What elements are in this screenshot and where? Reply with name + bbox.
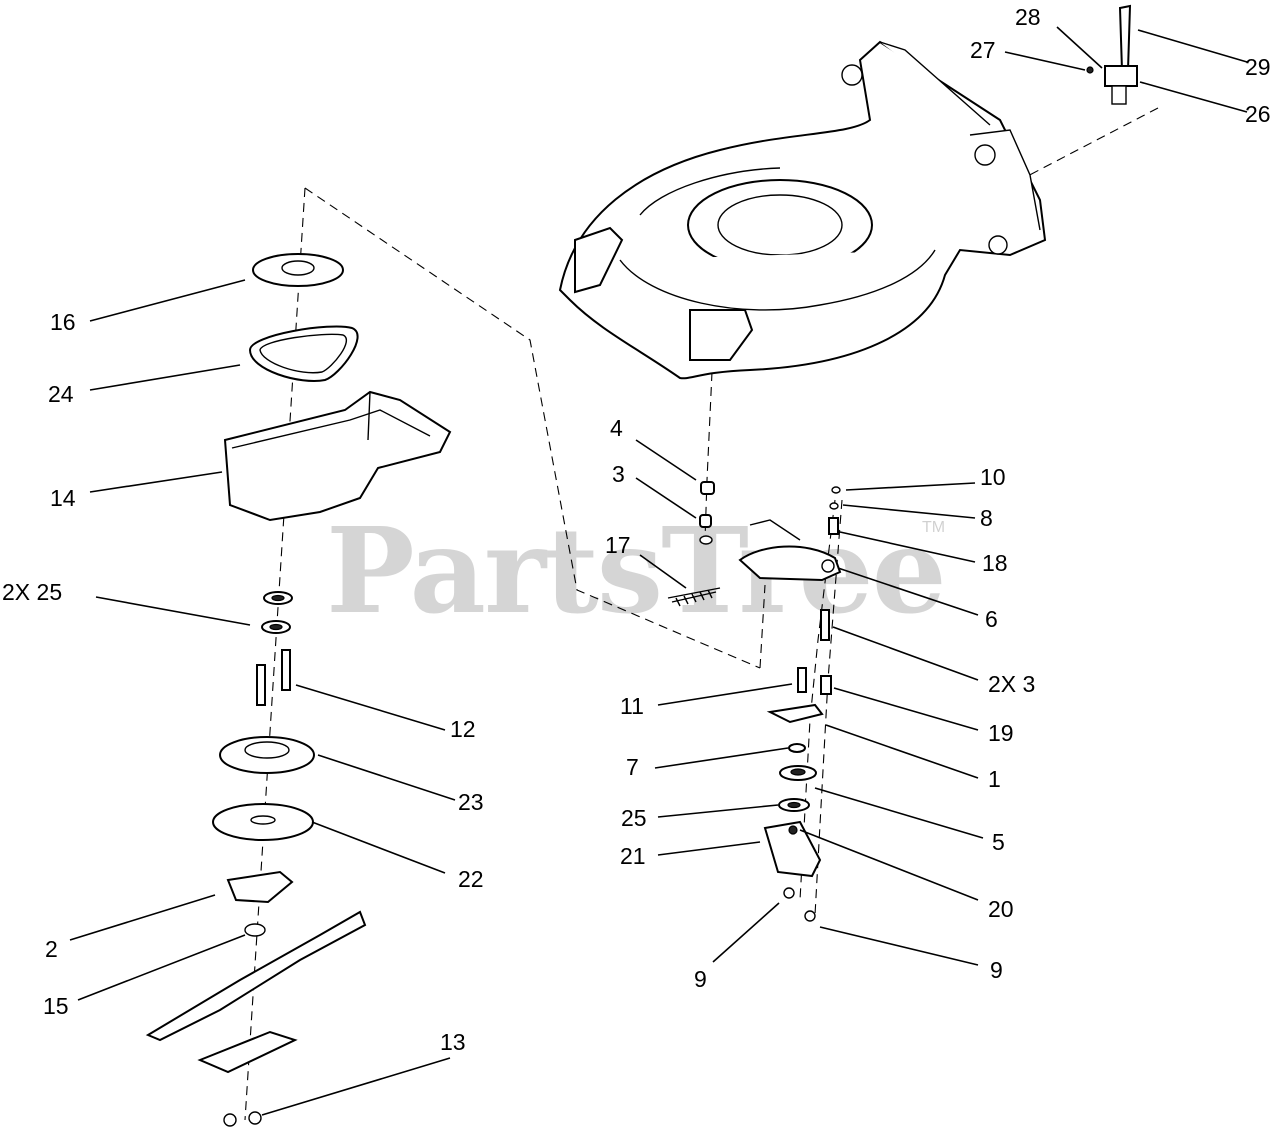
callout-12: 12 <box>450 716 476 742</box>
callout-14: 14 <box>50 485 76 511</box>
callout-2: 2 <box>45 936 58 962</box>
callout-7: 7 <box>626 754 639 780</box>
bolts-12 <box>256 649 291 706</box>
leader-lines <box>69 26 1248 1116</box>
callout-24: 24 <box>48 381 74 407</box>
pulley-16 <box>252 253 344 287</box>
callout-20: 20 <box>988 896 1014 922</box>
nut-washer-10-8-18 <box>828 486 841 535</box>
callout-27: 27 <box>970 37 996 63</box>
callout-5: 5 <box>992 829 1005 855</box>
callout-3: 3 <box>612 461 625 487</box>
nuts-9 <box>783 887 816 922</box>
pins-3 <box>820 609 832 695</box>
callout-1: 1 <box>988 766 1001 792</box>
blade-adapter-23 <box>219 736 315 774</box>
callout-6: 6 <box>985 606 998 632</box>
callout-21: 21 <box>620 843 646 869</box>
callout-25: 25 <box>621 805 647 831</box>
disc-22 <box>212 803 314 841</box>
height-adjust-lever <box>1086 4 1138 105</box>
callout-26: 26 <box>1245 101 1271 127</box>
callout-11: 11 <box>620 693 644 719</box>
callout-labels: 28 27 29 26 16 24 14 2X 25 12 23 22 2 15… <box>2 4 1271 1055</box>
mower-deck-housing <box>558 40 1047 380</box>
callout-29: 29 <box>1245 54 1271 80</box>
bracket-21 <box>763 820 822 878</box>
brake-bracket-6 <box>738 519 842 582</box>
blade-holder-2 <box>226 870 294 904</box>
callout-15: 15 <box>43 993 69 1019</box>
bushing-4-3 <box>699 481 715 545</box>
callout-9-left: 9 <box>694 966 707 992</box>
watermark-brand: PartsTree <box>326 501 945 640</box>
bearing-25b <box>778 798 810 812</box>
callout-10: 10 <box>980 464 1006 490</box>
callout-19: 19 <box>988 720 1014 746</box>
callout-22: 22 <box>458 866 484 892</box>
spring-17 <box>667 587 721 607</box>
bushing-5 <box>779 765 817 781</box>
callout-16: 16 <box>50 309 76 335</box>
callout-13: 13 <box>440 1029 466 1055</box>
watermark-trademark: TM <box>922 519 945 536</box>
callout-23: 23 <box>458 789 484 815</box>
callout-18: 18 <box>982 550 1008 576</box>
washer-7 <box>788 743 806 753</box>
callout-8: 8 <box>980 505 993 531</box>
plate-1 <box>766 703 824 724</box>
bolt-11 <box>797 667 807 693</box>
callout-28: 28 <box>1015 4 1041 30</box>
callout-9-right: 9 <box>990 957 1003 983</box>
blade-15 <box>145 910 367 1042</box>
blade-plate-13 <box>197 1030 298 1127</box>
callout-17: 17 <box>605 532 631 558</box>
v-belt-24 <box>248 325 359 382</box>
bearings-25 <box>261 591 293 634</box>
belt-cover-14 <box>223 390 452 522</box>
callout-2x25: 2X 25 <box>2 579 62 605</box>
callout-2x3: 2X 3 <box>988 671 1035 697</box>
callout-4: 4 <box>610 415 623 441</box>
